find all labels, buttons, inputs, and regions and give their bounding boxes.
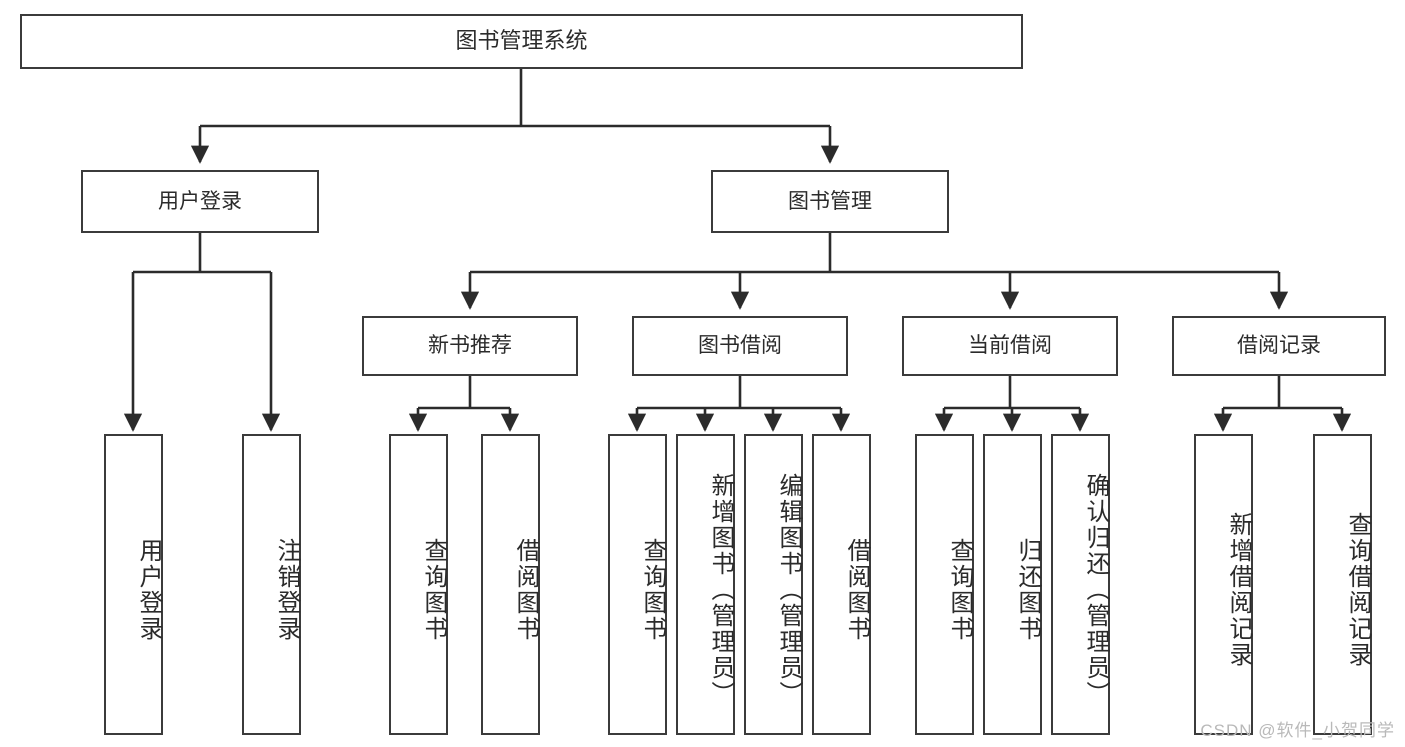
node-leaf-confirm-return-label: 确认归还（管理员） (1082, 472, 1109, 707)
node-new-book-rec[interactable]: 新书推荐 (362, 316, 578, 376)
node-leaf-edit-book-label: 编辑图书（管理员） (775, 472, 802, 707)
node-leaf-borrow-book-1-label: 借阅图书 (512, 537, 539, 642)
node-leaf-user-login[interactable]: 用户登录 (104, 434, 163, 735)
node-leaf-query-book-2-label: 查询图书 (639, 537, 666, 642)
node-leaf-confirm-return[interactable]: 确认归还（管理员） (1051, 434, 1110, 735)
node-leaf-borrow-book-2-label: 借阅图书 (843, 537, 870, 642)
node-book-manage[interactable]: 图书管理 (711, 170, 949, 233)
node-leaf-add-book[interactable]: 新增图书（管理员） (676, 434, 735, 735)
node-current-borrow-label: 当前借阅 (968, 334, 1052, 358)
node-leaf-query-record[interactable]: 查询借阅记录 (1313, 434, 1372, 735)
node-user-login-label: 用户登录 (158, 189, 242, 213)
node-leaf-edit-book[interactable]: 编辑图书（管理员） (744, 434, 803, 735)
node-leaf-logout-label: 注销登录 (273, 537, 300, 642)
node-leaf-query-book-2[interactable]: 查询图书 (608, 434, 667, 735)
node-borrow-record-label: 借阅记录 (1237, 334, 1321, 358)
node-book-borrow[interactable]: 图书借阅 (632, 316, 848, 376)
node-leaf-add-book-label: 新增图书（管理员） (707, 472, 734, 707)
node-borrow-record[interactable]: 借阅记录 (1172, 316, 1386, 376)
node-current-borrow[interactable]: 当前借阅 (902, 316, 1118, 376)
node-leaf-query-record-label: 查询借阅记录 (1344, 511, 1371, 668)
node-new-book-rec-label: 新书推荐 (428, 334, 512, 358)
node-root-label: 图书管理系统 (455, 28, 588, 54)
node-leaf-query-book-3[interactable]: 查询图书 (915, 434, 974, 735)
node-leaf-query-book-3-label: 查询图书 (946, 537, 973, 642)
node-leaf-add-record[interactable]: 新增借阅记录 (1194, 434, 1253, 735)
node-leaf-query-book-1-label: 查询图书 (420, 537, 447, 642)
node-leaf-borrow-book-2[interactable]: 借阅图书 (812, 434, 871, 735)
node-root[interactable]: 图书管理系统 (20, 14, 1023, 69)
node-book-borrow-label: 图书借阅 (698, 334, 782, 358)
node-leaf-user-login-label: 用户登录 (135, 537, 162, 642)
watermark-text: CSDN @软件_小贺同学 (1200, 721, 1395, 740)
node-leaf-add-record-label: 新增借阅记录 (1225, 511, 1252, 668)
node-user-login[interactable]: 用户登录 (81, 170, 319, 233)
node-book-manage-label: 图书管理 (788, 189, 872, 213)
node-leaf-borrow-book-1[interactable]: 借阅图书 (481, 434, 540, 735)
node-leaf-query-book-1[interactable]: 查询图书 (389, 434, 448, 735)
node-leaf-logout[interactable]: 注销登录 (242, 434, 301, 735)
node-leaf-return-book[interactable]: 归还图书 (983, 434, 1042, 735)
node-leaf-return-book-label: 归还图书 (1014, 537, 1041, 642)
